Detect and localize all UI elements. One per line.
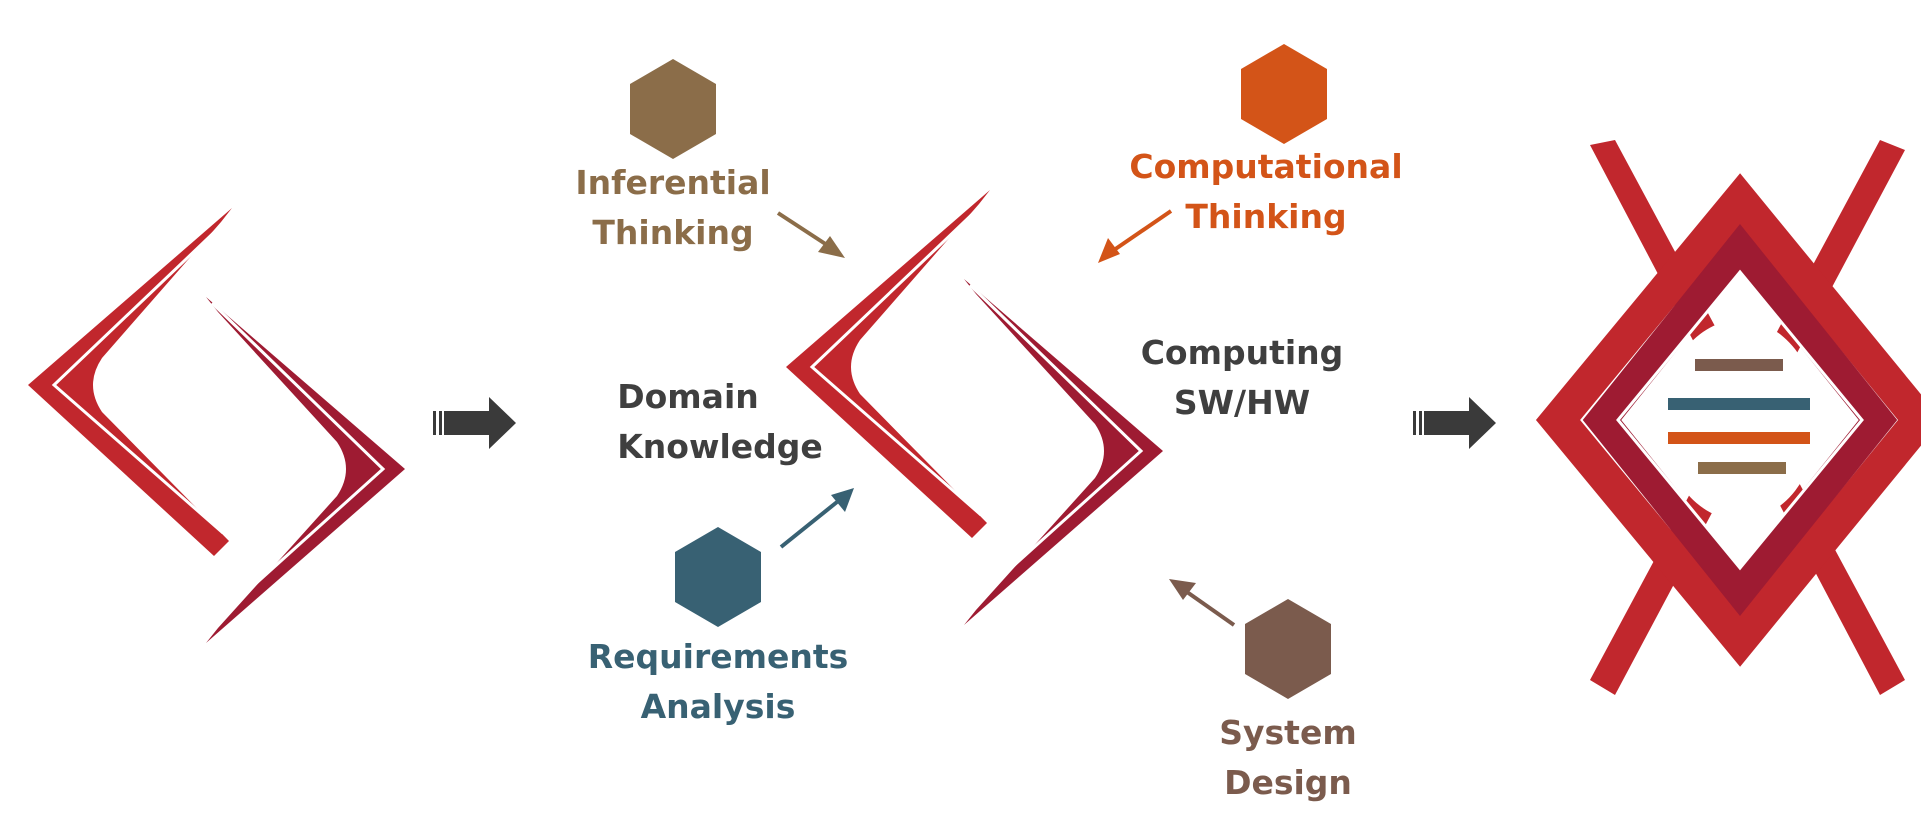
computational-arrow-icon: [1098, 209, 1173, 263]
requirements-analysis-hexagon-icon: [675, 527, 761, 627]
system-design-hexagon-icon: [1245, 599, 1331, 699]
requirements-analysis-label: Requirements Analysis: [587, 637, 849, 726]
computational-thinking-hexagon-icon: [1241, 44, 1327, 144]
flow-arrow-1-icon: [433, 397, 516, 449]
computing-sw-hw-label: Computing SW/HW: [1140, 333, 1344, 422]
inferential-thinking-label: Inferential Thinking: [575, 163, 771, 252]
right-dna-logo-icon: [1535, 140, 1921, 695]
left-chevron-logo-icon: [26, 206, 407, 645]
requirements-arrow-icon: [779, 488, 854, 549]
domain-knowledge-label: Domain Knowledge: [617, 377, 823, 466]
inferential-arrow-icon: [776, 211, 845, 258]
inferential-thinking-hexagon-icon: [630, 59, 716, 159]
system-arrow-icon: [1169, 579, 1236, 627]
computational-thinking-label: Computational Thinking: [1129, 147, 1403, 236]
flow-arrow-2-icon: [1413, 397, 1496, 449]
system-design-label: System Design: [1219, 713, 1357, 802]
